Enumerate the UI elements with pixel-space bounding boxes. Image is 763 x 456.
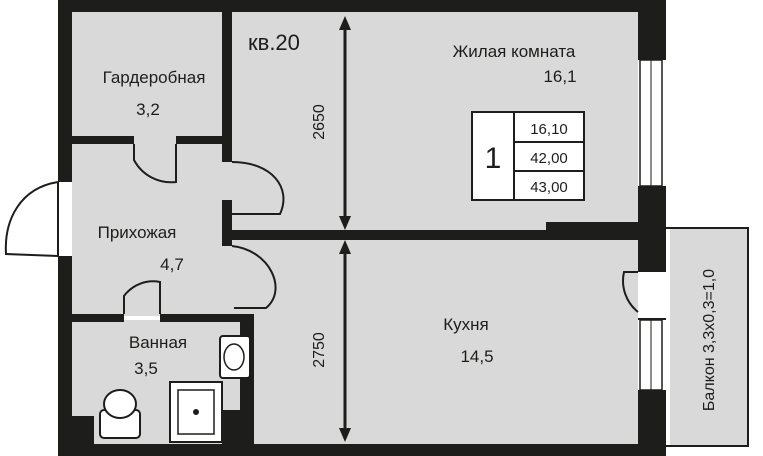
toilet	[99, 389, 141, 439]
bathroom-area-value: 3,5	[134, 359, 158, 378]
living-room-area-value: 16,1	[543, 67, 576, 86]
balcony-outline	[666, 227, 749, 447]
hallway-area-value: 4,7	[160, 255, 184, 274]
dimension-line-living	[339, 16, 351, 230]
area-with-balcony-value: 43,00	[530, 179, 568, 196]
windows	[639, 59, 663, 391]
hallway-name: Прихожая	[98, 223, 177, 242]
kitchen-name: Кухня	[443, 315, 489, 334]
living-room-name: Жилая комната	[453, 42, 576, 61]
area-table	[471, 111, 585, 201]
dimension-line-kitchen	[339, 240, 351, 442]
wardrobe-area	[72, 12, 224, 140]
entrance-door	[4, 181, 59, 257]
wardrobe-door	[133, 144, 177, 184]
balcony-area	[670, 228, 748, 446]
area-total-value: 42,00	[530, 150, 568, 167]
bathroom-door	[123, 280, 161, 314]
wardrobe-name: Гардеробная	[103, 68, 206, 87]
balcony-label: Балкон 3,3х0,3=1,0	[701, 269, 718, 411]
balcony-door	[622, 271, 639, 313]
hallway-area	[72, 140, 234, 316]
kitchen-door	[231, 245, 277, 309]
walls	[58, 0, 666, 456]
rooms-count: 1	[485, 142, 502, 175]
shower	[169, 381, 223, 443]
sink	[219, 335, 251, 379]
wardrobe-area-value: 3,2	[136, 100, 160, 119]
living-height-dimension: 2650	[311, 104, 328, 140]
kitchen-height-dimension: 2750	[311, 332, 328, 368]
bathroom-name: Ванная	[129, 333, 187, 352]
area-living-value: 16,10	[530, 121, 568, 138]
living-door	[231, 161, 285, 215]
apartment-number: кв.20	[248, 30, 300, 55]
kitchen-area	[234, 238, 638, 446]
kitchen-area-value: 14,5	[460, 347, 493, 366]
